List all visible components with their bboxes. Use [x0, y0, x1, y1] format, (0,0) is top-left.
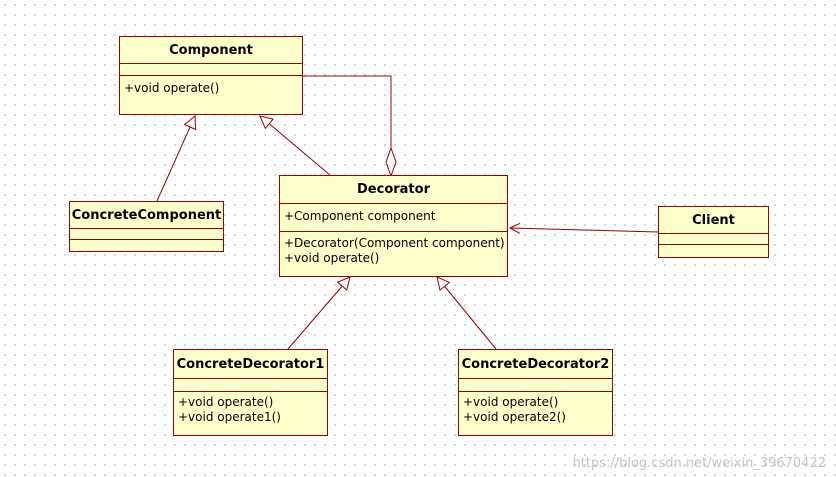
attribute: +Component component — [284, 209, 436, 223]
operation: +void operate() — [284, 251, 380, 265]
operation: +void operate() — [178, 395, 274, 409]
class-name: Decorator — [280, 176, 507, 204]
attributes-section: +Component component — [280, 204, 507, 232]
class-name: ConcreteDecorator1 — [174, 350, 327, 379]
watermark-text: https://blog.csdn.net/weixin_39670422 — [572, 456, 826, 471]
aggregation-diamond — [385, 146, 397, 178]
generalization-concretecomponent — [156, 116, 195, 202]
generalization-concretedecorator1 — [287, 277, 350, 350]
operation: +void operate() — [463, 395, 559, 409]
association-client — [510, 228, 659, 232]
class-name: Component — [120, 37, 302, 64]
operation: +void operate1() — [178, 410, 281, 424]
operation: +void operate() — [124, 81, 220, 95]
class-component[interactable]: Component +void operate() — [119, 36, 303, 115]
class-name: ConcreteComponent — [70, 202, 223, 229]
generalization-decorator — [260, 116, 331, 176]
class-name: ConcreteDecorator2 — [459, 350, 612, 379]
operations-section: +void operate() — [120, 76, 302, 98]
attributes-section — [70, 229, 223, 240]
operations-section — [659, 245, 768, 255]
attributes-section — [174, 379, 327, 392]
operations-section: +Decorator(Component component) +void op… — [280, 232, 507, 268]
generalization-concretedecorator2 — [437, 277, 497, 350]
class-decorator[interactable]: Decorator +Component component +Decorato… — [279, 175, 508, 277]
attributes-section — [659, 234, 768, 245]
attributes-section — [459, 379, 612, 392]
class-name: Client — [659, 207, 768, 234]
class-concretedecorator1[interactable]: ConcreteDecorator1 +void operate() +void… — [173, 349, 328, 436]
operations-section: +void operate() +void operate1() — [174, 392, 327, 427]
operations-section — [70, 240, 223, 250]
aggregation-line — [303, 75, 392, 148]
operation: +Decorator(Component component) — [284, 236, 505, 250]
class-concretecomponent[interactable]: ConcreteComponent — [69, 201, 224, 252]
operations-section: +void operate() +void operate2() — [459, 392, 612, 427]
attributes-section — [120, 64, 302, 76]
class-client[interactable]: Client — [658, 206, 769, 258]
class-concretedecorator2[interactable]: ConcreteDecorator2 +void operate() +void… — [458, 349, 613, 436]
operation: +void operate2() — [463, 410, 566, 424]
